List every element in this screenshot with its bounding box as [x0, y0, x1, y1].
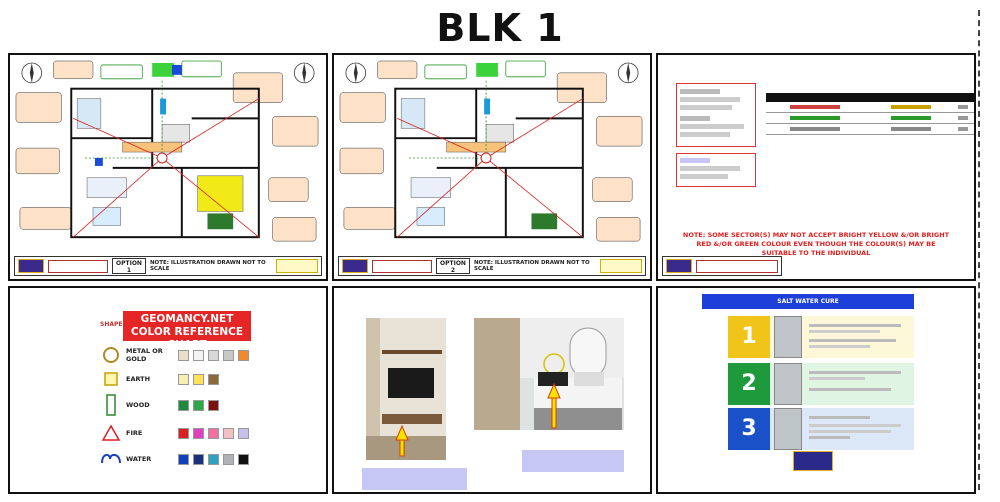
colour-swatch	[193, 349, 204, 361]
shape-label: SHAPE	[100, 321, 123, 328]
step-number: 3	[728, 408, 770, 450]
scale-note: NOTE: ILLUSTRATION DRAWN NOT TO SCALE	[473, 260, 590, 272]
option-box: OPTION 2	[436, 258, 470, 274]
footer-info-box	[48, 259, 108, 273]
triangle-shape-icon	[100, 424, 122, 442]
company-logo	[793, 451, 833, 471]
salt-water-panel[interactable]: SALT WATER CURE 1 2 3	[656, 286, 976, 494]
colour-swatch	[223, 427, 234, 439]
wave-shape-icon	[100, 450, 122, 468]
colour-swatch	[238, 427, 249, 439]
plan-footer: OPTION 1 NOTE: ILLUSTRATION DRAWN NOT TO…	[14, 256, 322, 276]
bedroom-photo	[474, 318, 624, 430]
colour-swatch	[178, 349, 189, 361]
step-number: 2	[728, 363, 770, 405]
colour-swatch	[208, 399, 219, 411]
element-label: WOOD	[126, 401, 150, 409]
element-label: WATER	[126, 455, 152, 463]
colour-swatch	[208, 349, 219, 361]
colour-swatch	[223, 349, 234, 361]
geomancy-chart-title: GEOMANCY.NET COLOR REFERENCE CHART	[123, 311, 251, 351]
colour-swatch	[178, 373, 189, 385]
footer-legend-box	[276, 259, 318, 273]
element-label: EARTH	[126, 375, 151, 383]
floor-plan-panel-2[interactable]: OPTION 2 NOTE: ILLUSTRATION DRAWN NOT TO…	[332, 53, 652, 281]
option-number: 2	[450, 267, 456, 274]
salt-water-step-2: 2	[728, 363, 914, 405]
element-row-earth: EARTH	[100, 370, 219, 388]
footer-info-box	[696, 259, 778, 273]
sector-colour-note: NOTE: SOME SECTOR(S) MAY NOT ACCEPT BRIG…	[682, 231, 950, 257]
page-title: BLK 1	[436, 6, 564, 50]
floor-plan-drawing	[14, 59, 322, 253]
colour-swatch	[223, 453, 234, 465]
rectangle-shape-icon	[100, 394, 122, 416]
photo-caption-box	[362, 468, 467, 490]
element-row-water: WATER	[100, 450, 249, 468]
page-divider	[978, 10, 980, 490]
colour-table-panel[interactable]: NOTE: SOME SECTOR(S) MAY NOT ACCEPT BRIG…	[656, 53, 976, 281]
interior-photos-panel[interactable]	[332, 286, 652, 494]
floor-plan-panel-1[interactable]: OPTION 1 NOTE: ILLUSTRATION DRAWN NOT TO…	[8, 53, 328, 281]
colour-swatch	[208, 453, 219, 465]
square-shape-icon	[100, 370, 122, 388]
gua-box-2	[676, 153, 756, 187]
colour-swatch	[178, 399, 189, 411]
colour-swatch	[238, 453, 249, 465]
option-number: 1	[126, 267, 132, 274]
colour-swatch	[193, 399, 204, 411]
floor-plan-drawing	[338, 59, 646, 253]
plan-footer: OPTION 2 NOTE: ILLUSTRATION DRAWN NOT TO…	[338, 256, 646, 276]
option-label: OPTION	[116, 260, 142, 267]
tv-wall-photo	[366, 318, 446, 460]
gua-box-1	[676, 83, 756, 147]
step-text-lines	[806, 318, 914, 356]
step-image	[774, 408, 802, 450]
circle-shape-icon	[100, 346, 122, 364]
colour-swatch	[193, 427, 204, 439]
salt-water-header: SALT WATER CURE	[702, 294, 914, 309]
footer-legend-box	[600, 259, 642, 273]
geomancy-chart-panel[interactable]: SHAPE GEOMANCY.NET COLOR REFERENCE CHART…	[8, 286, 328, 494]
step-text-lines	[806, 365, 914, 403]
footer-info-box	[372, 259, 432, 273]
colour-swatch	[193, 373, 204, 385]
colour-swatch	[208, 373, 219, 385]
step-number: 1	[728, 316, 770, 358]
company-logo	[342, 259, 368, 273]
element-row-fire: FIRE	[100, 424, 249, 442]
option-label: OPTION	[440, 260, 466, 267]
element-label: FIRE	[126, 429, 143, 437]
step-text-lines	[806, 410, 914, 448]
colour-table	[766, 93, 974, 135]
company-logo	[18, 259, 44, 273]
photo-caption-box	[522, 450, 624, 472]
plan-footer	[662, 256, 782, 276]
colour-swatch	[208, 427, 219, 439]
scale-note: NOTE: ILLUSTRATION DRAWN NOT TO SCALE	[149, 260, 266, 272]
company-logo	[666, 259, 692, 273]
element-row-metal: METAL OR GOLD	[100, 346, 249, 364]
element-label: METAL OR GOLD	[126, 347, 163, 363]
option-box: OPTION 1	[112, 258, 146, 274]
step-image	[774, 316, 802, 358]
colour-swatch	[238, 349, 249, 361]
salt-water-step-3: 3	[728, 408, 914, 450]
salt-water-step-1: 1	[728, 316, 914, 358]
element-row-wood: WOOD	[100, 394, 219, 416]
colour-swatch	[178, 427, 189, 439]
colour-swatch	[178, 453, 189, 465]
step-image	[774, 363, 802, 405]
colour-swatch	[193, 453, 204, 465]
